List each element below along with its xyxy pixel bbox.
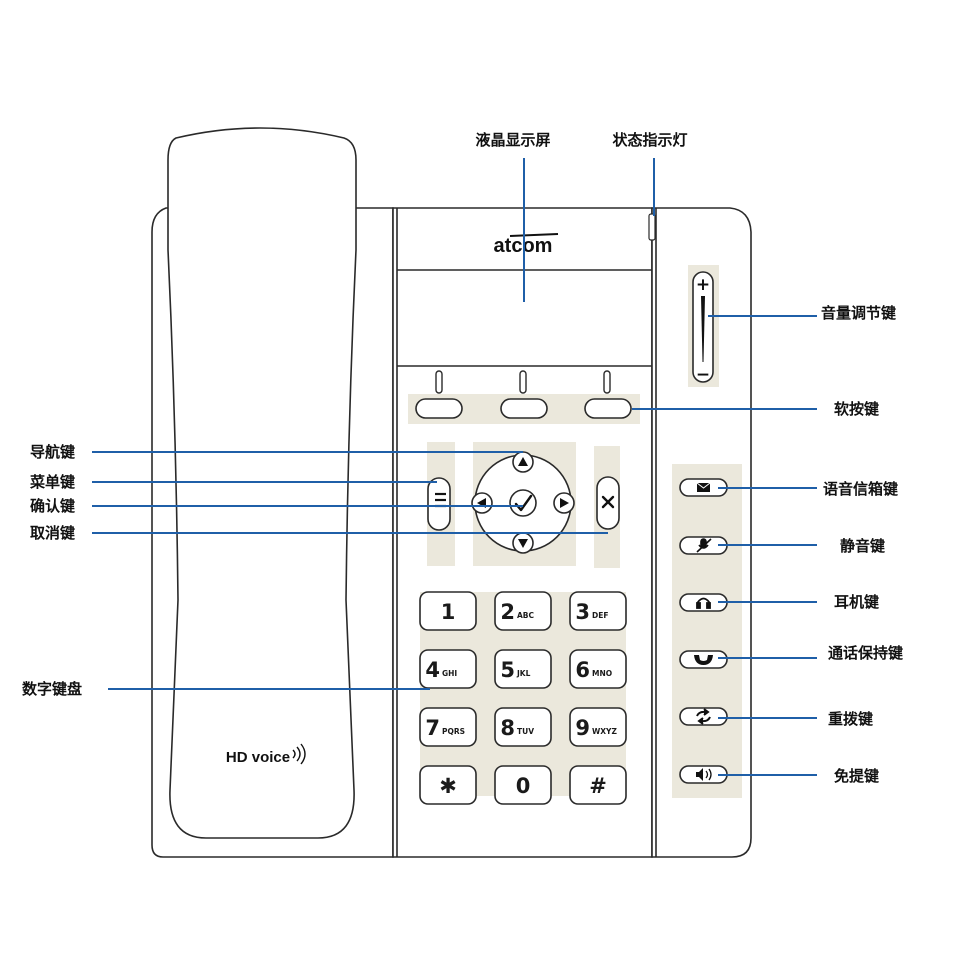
keypad-key[interactable]: ✱ (419, 765, 477, 805)
keypad-key[interactable]: 0 (494, 765, 552, 805)
menu-button[interactable] (427, 477, 451, 531)
wifi-waves-icon (292, 743, 306, 765)
brand-logo-swoosh (509, 233, 559, 237)
softkey-indicators (435, 370, 611, 394)
label-mute: 静音键 (840, 537, 885, 555)
cancel-button[interactable] (596, 476, 620, 530)
keypad-key-shape (419, 765, 477, 805)
keypad-key-shape (419, 591, 477, 631)
close-x-icon (601, 495, 615, 509)
handset-icon (694, 655, 713, 665)
keypad-key-digit: 5 (500, 658, 515, 682)
ok-button[interactable] (509, 489, 537, 517)
keypad-key-shape (569, 707, 627, 747)
keypad-key-digit: 7 (425, 716, 440, 740)
hd-voice-badge: HD voice (226, 749, 290, 766)
keypad-key-digit: 6 (575, 658, 590, 682)
keypad-key-letters: MNO (592, 669, 612, 678)
keypad-key[interactable]: 1 (419, 591, 477, 631)
label-lcd: 液晶显示屏 (475, 131, 550, 149)
label-softkeys: 软按键 (834, 400, 879, 418)
keypad-key-shape (494, 707, 552, 747)
keypad-key-letters: DEF (592, 611, 608, 620)
speaker-icon (696, 768, 712, 781)
arrow-right-icon (560, 498, 569, 508)
softkeys (415, 398, 632, 419)
volume-plus-icon: + (696, 275, 710, 295)
mic-muted-icon (696, 538, 712, 553)
keypad-key-digit: 2 (500, 600, 515, 624)
keypad-key-letters: TUV (517, 727, 534, 736)
keypad-key-shape (494, 765, 552, 805)
keypad-key-shape (419, 707, 477, 747)
label-headset: 耳机键 (834, 593, 879, 611)
callout-lines (92, 158, 817, 776)
arrow-down-icon (518, 539, 528, 548)
keypad-key-shape (494, 591, 552, 631)
keypad-key-letters: ABC (517, 611, 535, 620)
redial-button[interactable] (679, 707, 728, 726)
keypad-key-digit: 9 (575, 716, 590, 740)
label-menu: 菜单键 (29, 473, 75, 491)
keypad-key-shape (569, 649, 627, 689)
softkey-2[interactable] (500, 398, 548, 419)
volume-minus-icon: − (696, 365, 710, 385)
function-key-panel (672, 464, 742, 798)
keypad-key-shape (494, 649, 552, 689)
keypad-key-letters: PQRS (442, 727, 465, 736)
keypad-key-digit: 3 (575, 600, 590, 624)
envelope-icon (696, 482, 711, 492)
label-cancel: 取消键 (30, 524, 75, 542)
keypad-key-letters: GHI (442, 669, 457, 678)
label-hold: 通话保持键 (828, 644, 903, 662)
keypad-key-shape (569, 765, 627, 805)
status-led (648, 213, 656, 241)
volume-rocker[interactable]: + − (688, 265, 719, 387)
keypad-key-digit: 4 (425, 658, 440, 682)
keypad-key-shape (419, 649, 477, 689)
label-navigation: 导航键 (30, 443, 75, 461)
arrow-up-icon (518, 457, 528, 466)
callout-labels: 液晶显示屏 状态指示灯 音量调节键 软按键 导航键 菜单键 确认键 取消键 数字… (22, 131, 903, 785)
label-status-led: 状态指示灯 (612, 131, 687, 149)
hold-button[interactable] (679, 650, 728, 669)
label-ok: 确认键 (30, 497, 75, 515)
volume-level-wedge (701, 296, 705, 362)
keypad-key-letters: WXYZ (592, 727, 617, 736)
keypad-key-digit: ✱ (439, 774, 457, 798)
softkey-3[interactable] (584, 398, 632, 419)
keypad-key[interactable]: # (569, 765, 627, 805)
softkey-1[interactable] (415, 398, 463, 419)
keypad-key-digit: 8 (500, 716, 515, 740)
redial-arrows-icon (696, 708, 711, 725)
keypad-key-digit: 0 (516, 774, 531, 798)
label-voicemail: 语音信箱键 (823, 480, 898, 498)
label-keypad: 数字键盘 (22, 680, 82, 698)
headset-icon (696, 597, 711, 609)
keypad-key-shape (569, 591, 627, 631)
label-speaker: 免提键 (834, 767, 879, 785)
label-redial: 重拨键 (828, 710, 873, 728)
keypad-key-digit: # (589, 774, 607, 798)
keypad-key-letters: JKL (516, 669, 531, 678)
label-volume: 音量调节键 (821, 304, 896, 322)
keypad-key-digit: 1 (441, 600, 456, 624)
